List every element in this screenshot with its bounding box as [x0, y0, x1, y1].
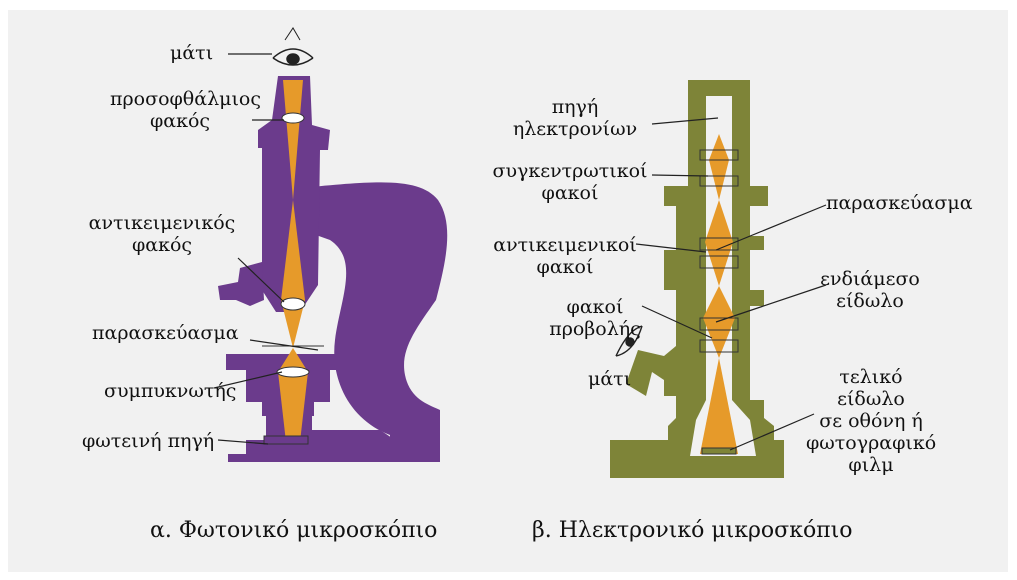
label-final-image-line4: φωτογραφικό	[806, 432, 937, 454]
label-intermediate-image: ενδιάμεσο είδωλο	[810, 268, 930, 312]
label-condenser-lenses-line2: φακοί	[541, 182, 599, 204]
electron-microscope	[610, 80, 784, 478]
objective-nosepiece	[218, 262, 264, 306]
label-eyepiece-line2: φακός	[149, 110, 211, 132]
label-objective-lenses-line1: αντικειμενικοί	[493, 234, 637, 256]
label-condenser-lenses: συγκεντρωτικοί φακοί	[490, 160, 650, 204]
electron-microscope-leaders	[635, 117, 827, 451]
label-objective-line2: φακός	[131, 234, 193, 256]
label-condenser-lenses-line1: συγκεντρωτικοί	[492, 160, 648, 182]
label-electron-source-line1: πηγή	[551, 96, 599, 118]
condenser-lens-1	[699, 149, 739, 161]
condenser-lens	[276, 366, 310, 378]
label-objective-lenses: αντικειμενικοί φακοί	[490, 234, 640, 278]
label-objective-line1: αντικειμενικός	[88, 212, 236, 234]
microscope-arm	[302, 182, 448, 440]
light-microscope-optics	[262, 112, 324, 445]
light-beam	[278, 80, 308, 442]
label-eyepiece-line1: προσοφθάλμιος	[110, 88, 261, 110]
electron-beam	[700, 134, 738, 454]
electron-column	[610, 80, 784, 478]
condenser-lens-2	[699, 175, 739, 187]
microscope-base	[228, 416, 440, 462]
figure-panel	[8, 10, 1008, 572]
label-electron-source: πηγή ηλεκτρονίων	[500, 96, 650, 140]
light-microscope	[218, 76, 448, 462]
label-final-image-line1: τελικό	[839, 366, 903, 388]
label-intermediate-image-line1: ενδιάμεσο	[820, 268, 920, 290]
eye-icon-electron	[615, 325, 643, 357]
label-eyepiece: προσοφθάλμιος φακός	[110, 88, 261, 132]
objective-lens-1	[699, 237, 739, 251]
label-condenser: συμπυκνωτής	[104, 380, 237, 402]
eye-icon	[272, 27, 314, 66]
caption-electron: β. Ηλεκτρονικό μικροσκόπιο	[532, 518, 853, 543]
light-microscope-leaders	[213, 53, 319, 445]
label-final-image-line2: είδωλο	[837, 388, 905, 410]
label-projection-lenses-line2: προβολής	[549, 318, 641, 340]
label-final-image: τελικό είδωλο σε οθόνη ή φωτογραφικό φιλ…	[806, 366, 936, 476]
microscope-stage	[226, 354, 336, 370]
label-intermediate-image-line2: είδωλο	[836, 290, 904, 312]
label-objective: αντικειμενικός φακός	[82, 212, 242, 256]
label-electron-eye: μάτι	[588, 368, 632, 390]
label-projection-lenses: φακοί προβολής	[540, 296, 650, 340]
objective-lens	[280, 297, 306, 311]
label-electron-specimen: παρασκεύασμα	[826, 192, 973, 214]
microscope-tube	[258, 76, 330, 312]
label-specimen: παρασκεύασμα	[92, 322, 239, 344]
electron-lenses	[699, 149, 739, 455]
label-projection-lenses-line1: φακοί	[566, 296, 624, 318]
label-electron-source-line2: ηλεκτρονίων	[512, 118, 638, 140]
eyepiece-lens	[281, 112, 305, 124]
objective-lens-2	[699, 255, 739, 269]
label-eye: μάτι	[170, 42, 214, 64]
label-light-source: φωτεινή πηγή	[82, 430, 215, 452]
light-source-lamp	[263, 435, 309, 445]
final-screen	[701, 447, 737, 455]
projection-lens-1	[699, 317, 739, 331]
caption-photonic: α. Φωτονικό μικροσκόπιο	[150, 518, 438, 543]
label-objective-lenses-line2: φακοί	[536, 256, 594, 278]
projection-lens-2	[699, 339, 739, 353]
label-final-image-line5: φιλμ	[848, 454, 894, 476]
label-final-image-line3: σε οθόνη ή	[819, 410, 923, 432]
